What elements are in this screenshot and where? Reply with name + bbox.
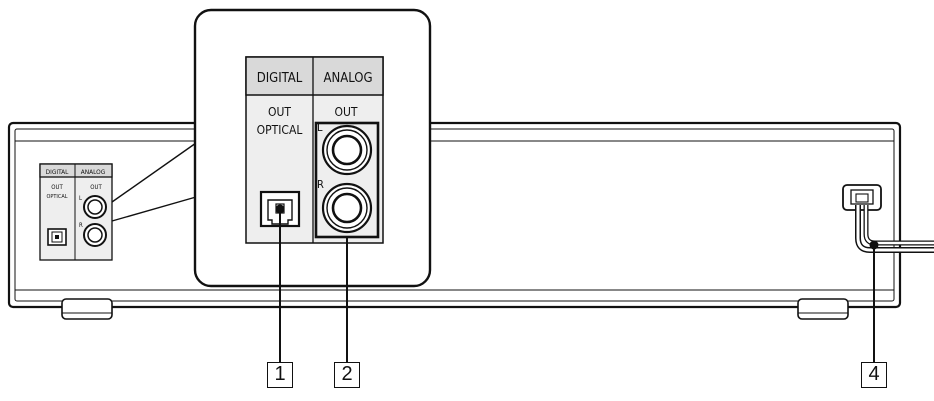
- small-label-out-optical: OUT: [51, 184, 63, 191]
- small-label-r: R: [79, 222, 83, 229]
- label-analog: ANALOG: [323, 71, 372, 86]
- small-jack-panel: DIGITAL ANALOG OUT OPTICAL OUT L R: [39, 163, 113, 261]
- player-chassis: [7, 121, 902, 309]
- small-label-l: L: [79, 195, 82, 202]
- callout-leaders: [275, 204, 879, 362]
- callout-4: 4: [861, 362, 887, 388]
- small-label-analog: ANALOG: [81, 168, 106, 176]
- label-r: R: [317, 178, 324, 191]
- label-l: L: [317, 121, 323, 134]
- zoom-connector: [111, 142, 197, 222]
- enlarged-view: DIGITAL ANALOG OUT OPTICAL OUT L R: [193, 8, 432, 288]
- chassis-feet: [61, 298, 849, 320]
- label-out-digital: OUT: [268, 105, 291, 119]
- foot-left: [61, 298, 113, 320]
- callout-1: 1: [267, 362, 293, 388]
- small-label-digital: DIGITAL: [46, 168, 70, 176]
- label-out-analog: OUT: [335, 105, 358, 119]
- foot-right: [797, 298, 849, 320]
- small-label-out-analog: OUT: [90, 184, 102, 191]
- analog-out-jack-l: [321, 124, 373, 176]
- callout-2: 2: [334, 362, 360, 388]
- label-optical: OPTICAL: [257, 123, 303, 137]
- label-digital: DIGITAL: [257, 71, 303, 86]
- analog-out-jack-r: [321, 182, 373, 234]
- small-label-optical: OPTICAL: [47, 194, 68, 200]
